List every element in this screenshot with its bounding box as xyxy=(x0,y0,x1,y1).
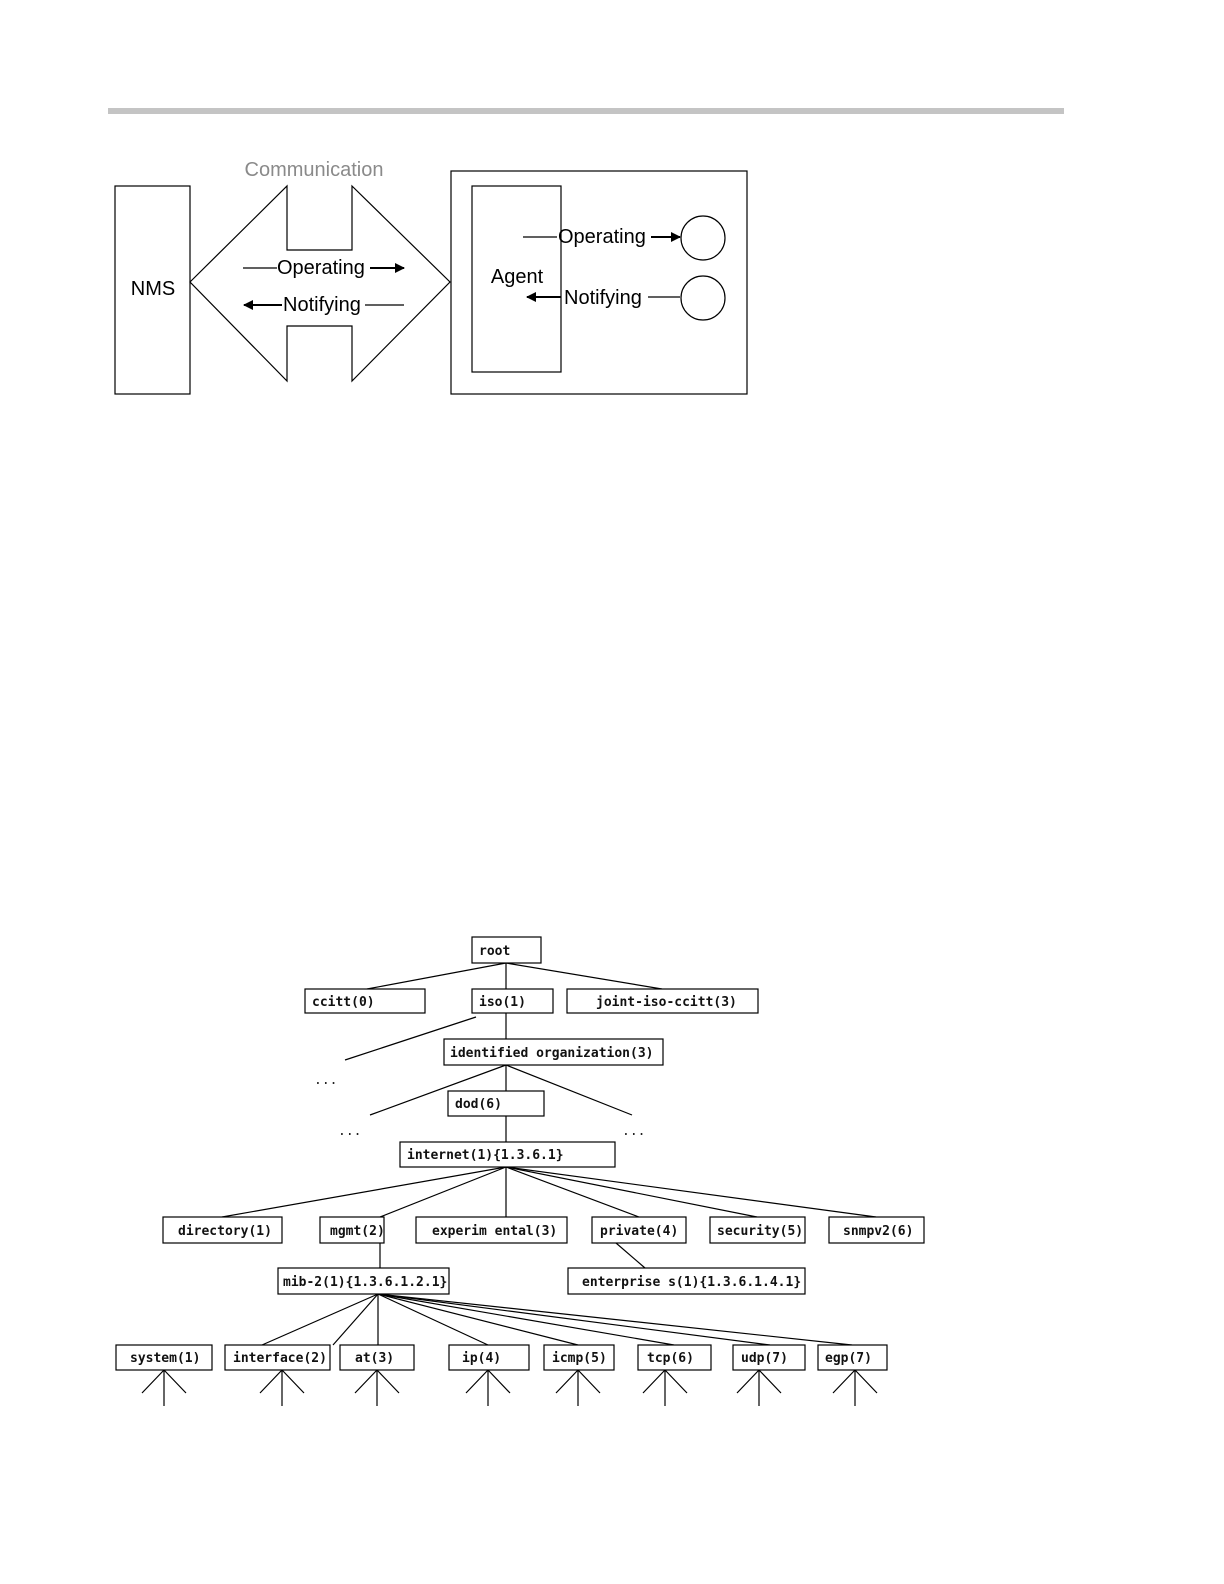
node-root xyxy=(471,936,542,964)
device-box xyxy=(450,170,748,395)
node-interface xyxy=(224,1344,331,1371)
label-ip: ip(4) xyxy=(462,1351,501,1366)
operating-label-left: Operating xyxy=(277,257,365,279)
node-joint-iso-ccitt xyxy=(566,988,759,1014)
label-icmp: icmp(5) xyxy=(552,1351,607,1366)
ellipsis-dod-left: ... xyxy=(338,1124,361,1139)
node-tcp xyxy=(637,1344,712,1371)
node-private xyxy=(591,1216,687,1244)
label-at: at(3) xyxy=(355,1351,394,1366)
ellipsis-identified-left: ... xyxy=(314,1073,337,1088)
node-identified-organization xyxy=(443,1038,664,1066)
node-security xyxy=(709,1216,806,1244)
agent-box xyxy=(471,185,562,373)
node-enterprises xyxy=(567,1267,806,1295)
top-rule xyxy=(108,108,1064,114)
node-icmp xyxy=(543,1344,615,1371)
node-egp xyxy=(817,1344,888,1371)
label-internet: internet(1){1.3.6.1} xyxy=(407,1148,564,1163)
label-dod: dod(6) xyxy=(455,1097,502,1112)
ellipsis-dod-right: ... xyxy=(622,1124,645,1139)
communication-label: Communication xyxy=(245,159,384,181)
managed-object-circle-2 xyxy=(680,275,726,321)
label-directory: directory(1) xyxy=(178,1224,272,1239)
label-egp: egp(7) xyxy=(825,1351,872,1366)
label-system: system(1) xyxy=(130,1351,200,1366)
mib-tree-diagram: root ccitt(0) iso(1) joint-iso-ccitt(3) … xyxy=(115,936,925,1406)
notifying-label-left: Notifying xyxy=(283,294,361,316)
communication-double-arrow xyxy=(189,184,451,383)
node-udp xyxy=(732,1344,806,1371)
agent-label: Agent xyxy=(491,266,544,288)
nms-label: NMS xyxy=(131,278,175,300)
node-at xyxy=(339,1344,415,1371)
managed-object-circle-1 xyxy=(680,215,726,261)
label-snmpv2: snmpv2(6) xyxy=(843,1224,913,1239)
label-interface: interface(2) xyxy=(233,1351,327,1366)
node-mib-2 xyxy=(277,1267,450,1295)
node-experimental xyxy=(415,1216,568,1244)
node-internet xyxy=(399,1141,616,1168)
label-mib-2: mib-2(1){1.3.6.1.2.1} xyxy=(283,1275,447,1290)
label-mgmt: mgmt(2) xyxy=(330,1224,385,1239)
tree-connectors xyxy=(141,962,878,1406)
communication-diagram: Communication NMS Operating Notifying Ag… xyxy=(114,159,748,395)
node-ccitt xyxy=(304,988,426,1014)
node-dod xyxy=(447,1090,545,1117)
label-security: security(5) xyxy=(717,1224,803,1239)
label-private: private(4) xyxy=(600,1224,678,1239)
node-snmpv2 xyxy=(828,1216,925,1244)
node-directory xyxy=(162,1216,283,1244)
label-joint-iso-ccitt: joint-iso-ccitt(3) xyxy=(596,995,737,1010)
label-ccitt: ccitt(0) xyxy=(312,995,375,1010)
node-iso xyxy=(471,988,554,1014)
label-udp: udp(7) xyxy=(741,1351,788,1366)
label-identified-organization: identified organization(3) xyxy=(450,1046,654,1061)
label-tcp: tcp(6) xyxy=(647,1351,694,1366)
operating-label-right: Operating xyxy=(558,226,646,248)
label-root: root xyxy=(479,944,510,959)
node-system xyxy=(115,1344,213,1371)
node-mgmt xyxy=(319,1216,385,1244)
nms-box xyxy=(114,185,191,395)
label-enterprises: enterprise s(1){1.3.6.1.4.1} xyxy=(582,1275,801,1290)
label-experimental: experim ental(3) xyxy=(432,1224,557,1239)
notifying-label-right: Notifying xyxy=(564,287,642,309)
node-ip xyxy=(448,1344,530,1371)
label-iso: iso(1) xyxy=(479,995,526,1010)
